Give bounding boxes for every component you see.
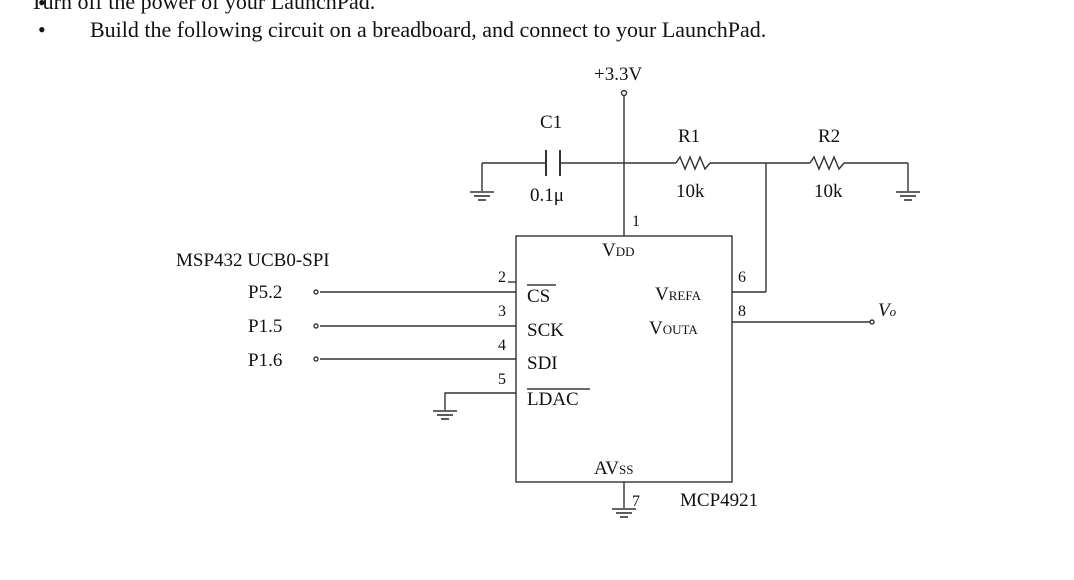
ldac-ground-wire: [444, 392, 516, 410]
chip-name: MCP4921: [680, 490, 758, 511]
r1-resistor: [675, 155, 711, 171]
ground-ldac-icon: [433, 410, 457, 420]
c1-value: 0.1μ: [530, 185, 564, 206]
vo-label: Vo: [878, 300, 897, 321]
p52-terminal: [313, 289, 319, 295]
sck-label: SCK: [527, 320, 564, 341]
supply-label: +3.3V: [594, 64, 642, 85]
instruction-text: Build the following circuit on a breadbo…: [90, 17, 767, 42]
vdd-label: VDD: [602, 240, 635, 261]
mcu-pin-p16: P1.6: [248, 350, 282, 371]
bullet-top: •: [38, 0, 46, 15]
p15-terminal: [313, 323, 319, 329]
r1-value: 10k: [676, 181, 705, 202]
c1-name: C1: [540, 112, 562, 133]
ground-c1-icon: [470, 191, 494, 201]
partial-instruction-text: Turn off the power of your LaunchPad.: [30, 0, 376, 14]
ground-avss-icon: [612, 508, 636, 518]
vdd-pin-number: 1: [632, 213, 640, 230]
pin-number-5: 5: [498, 371, 506, 388]
mcu-title: MSP432 UCB0-SPI: [176, 250, 330, 271]
sdi-label: SDI: [527, 353, 558, 374]
bullet-instruction: •: [38, 17, 46, 42]
pin-number-3: 3: [498, 303, 506, 320]
r1-name: R1: [678, 126, 700, 147]
pin-number-8: 8: [738, 303, 746, 320]
pin-number-7: 7: [632, 493, 640, 510]
supply-terminal: [620, 89, 628, 97]
r2-resistor: [809, 155, 845, 171]
r2-value: 10k: [814, 181, 843, 202]
pin-number-6: 6: [738, 269, 746, 286]
ldac-label: LDAC: [527, 389, 579, 410]
vrefa-label: VREFA: [655, 284, 702, 305]
ground-r2-icon: [896, 191, 920, 201]
cs-label: CS: [527, 286, 550, 307]
vo-terminal: [869, 319, 875, 325]
pin-number-2: 2: [498, 269, 506, 286]
avss-label: AVSS: [594, 458, 633, 479]
mcu-pin-p15: P1.5: [248, 316, 282, 337]
mcu-pin-p52: P5.2: [248, 282, 282, 303]
pin-number-4: 4: [498, 337, 506, 354]
p16-terminal: [313, 356, 319, 362]
vouta-label: VOUTA: [649, 318, 698, 339]
r2-name: R2: [818, 126, 840, 147]
